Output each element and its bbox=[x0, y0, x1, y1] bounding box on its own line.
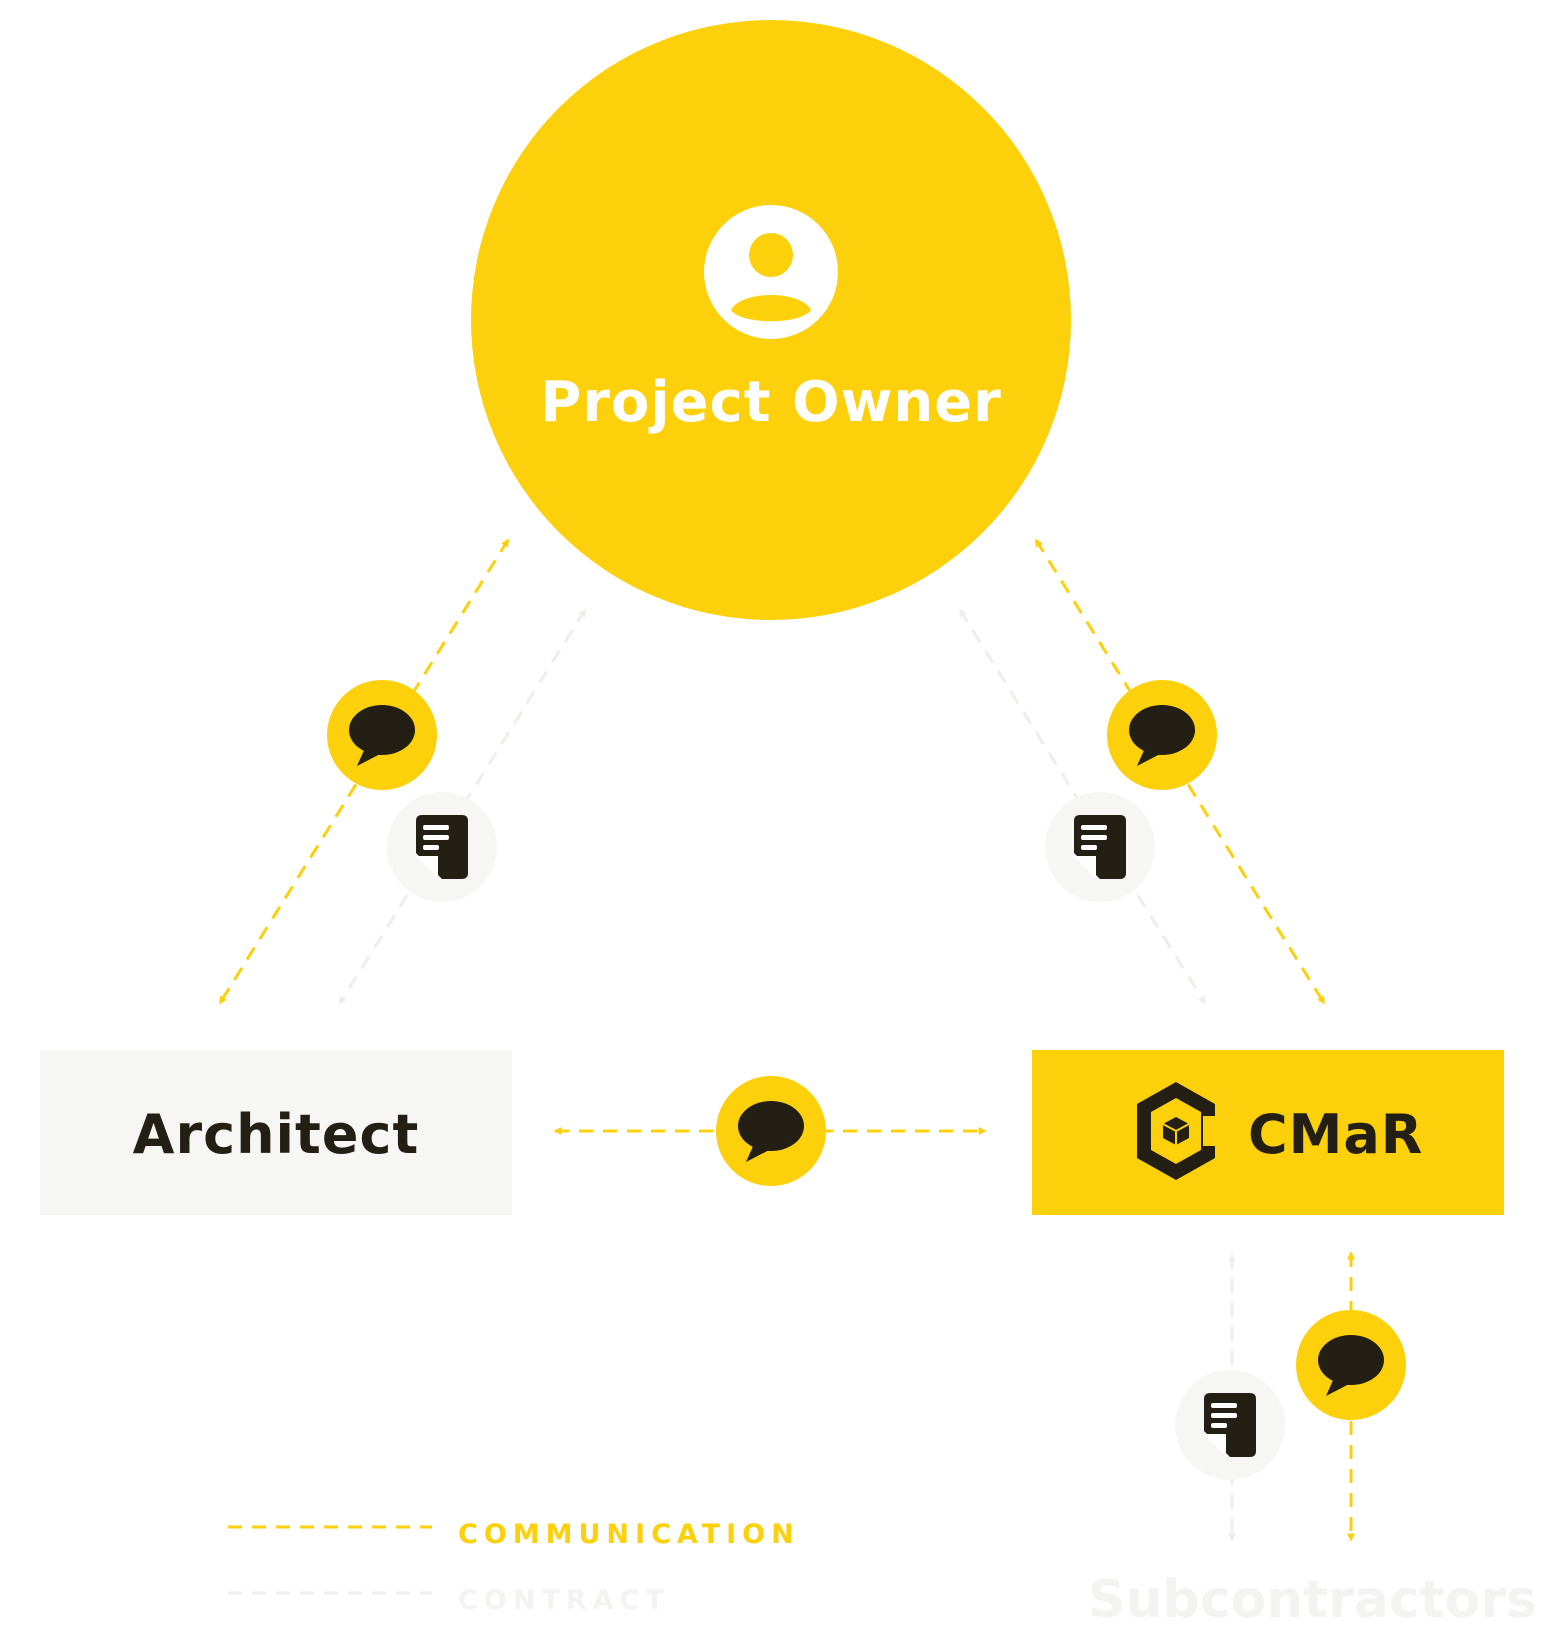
document-icon bbox=[1074, 815, 1126, 879]
owner-label: Project Owner bbox=[540, 370, 1002, 435]
communication-badge-architect-cmar bbox=[716, 1076, 826, 1186]
cmar-logo-icon bbox=[1137, 1082, 1221, 1180]
contract-badge-owner-architect bbox=[387, 792, 497, 902]
speech-bubble-icon bbox=[349, 705, 415, 766]
communication-badge-owner-cmar bbox=[1107, 680, 1217, 790]
architect-label: Architect bbox=[132, 1103, 420, 1166]
cmar-node bbox=[1032, 1050, 1504, 1215]
legend-contract-label: CONTRACT bbox=[458, 1585, 670, 1616]
document-icon bbox=[416, 815, 468, 879]
user-avatar-icon bbox=[704, 205, 838, 339]
subcontractors-label: Subcontractors bbox=[1088, 1570, 1537, 1630]
communication-badge-cmar-subcontractors bbox=[1296, 1310, 1406, 1420]
contract-badge-owner-cmar bbox=[1045, 792, 1155, 902]
speech-bubble-icon bbox=[1129, 705, 1195, 766]
contract-badge-cmar-subcontractors bbox=[1175, 1370, 1285, 1480]
document-icon bbox=[1204, 1393, 1256, 1457]
architect-node bbox=[40, 1050, 512, 1215]
speech-bubble-icon bbox=[738, 1101, 804, 1162]
cmar-label: CMaR bbox=[1248, 1103, 1424, 1166]
legend-communication-label: COMMUNICATION bbox=[458, 1519, 800, 1550]
communication-badge-owner-architect bbox=[327, 680, 437, 790]
speech-bubble-icon bbox=[1318, 1335, 1384, 1396]
